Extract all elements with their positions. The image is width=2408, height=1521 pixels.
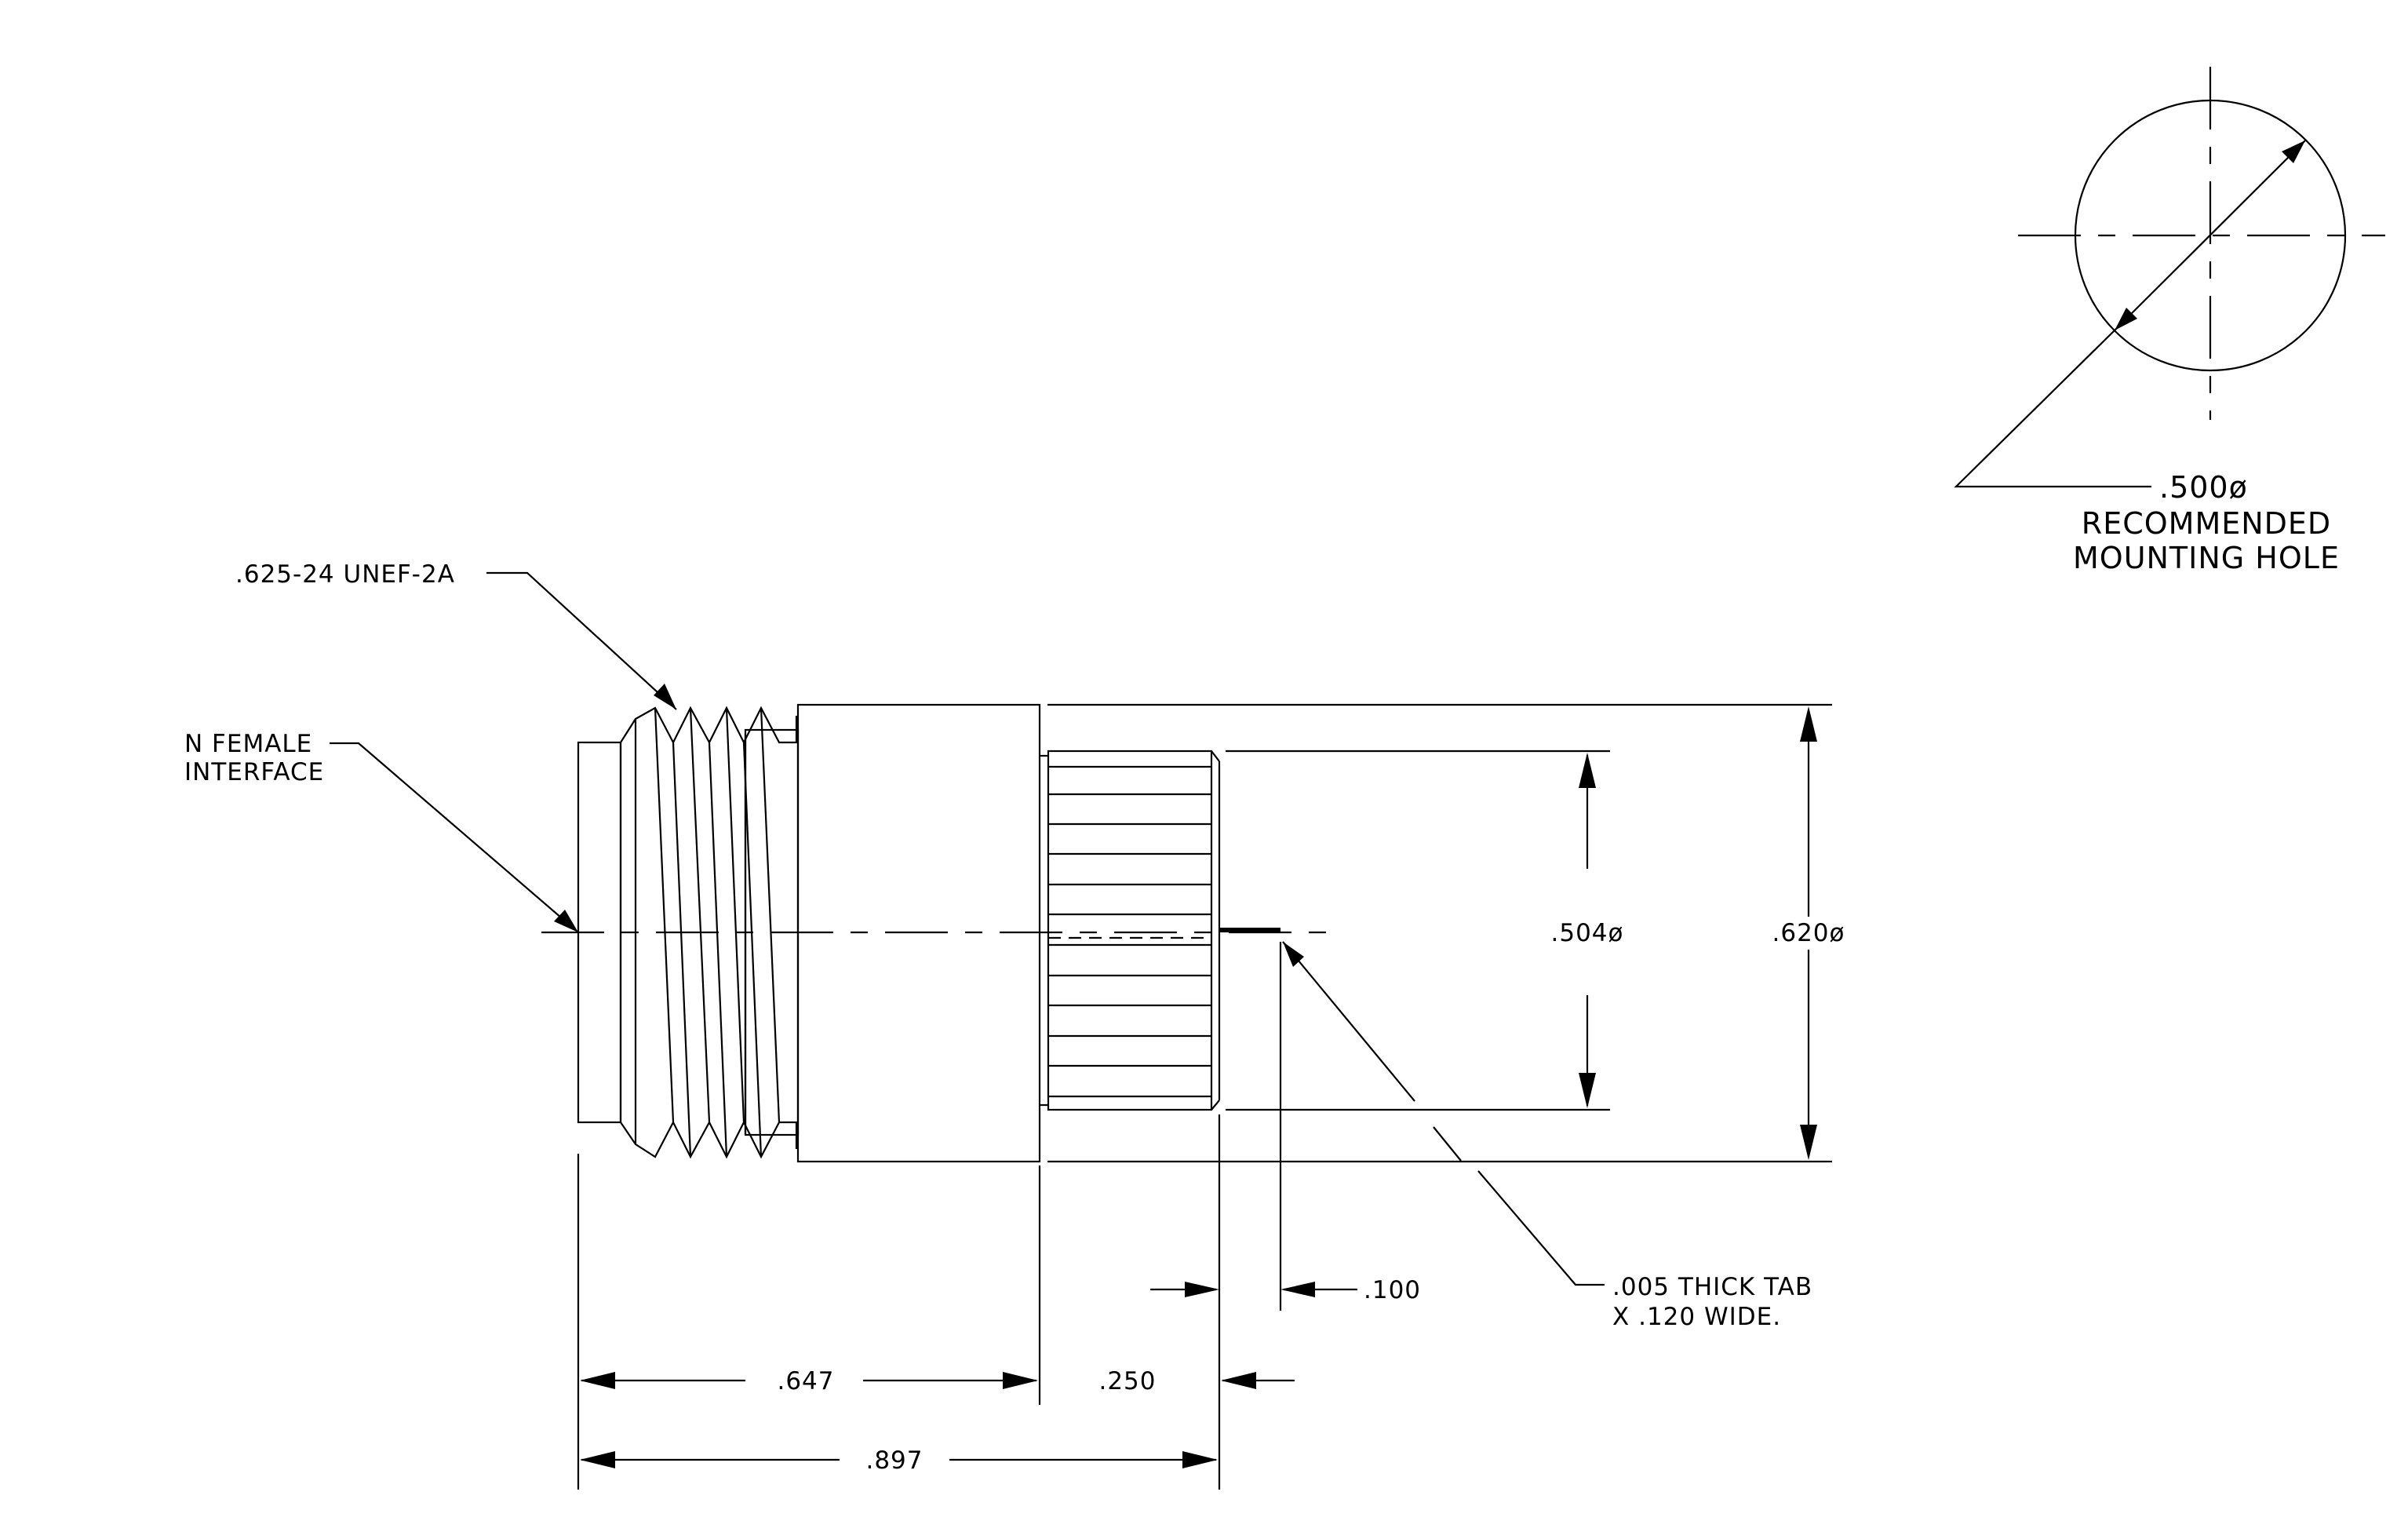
flange-diameter-value: .620ø <box>1772 919 1845 947</box>
body-length-dimension: .647 <box>580 1367 1038 1395</box>
thread-spec-label: .625-24 UNEF-2A <box>235 560 455 589</box>
interface-label-line2: INTERFACE <box>184 758 324 786</box>
tab-offset-value: .100 <box>1364 1276 1421 1304</box>
knurl-lines <box>1048 765 1211 1098</box>
knurl-diameter-dimension: .504ø <box>1226 750 1624 1111</box>
mounting-hole-view: .500ø RECOMMENDED MOUNTING HOLE <box>1954 67 2385 575</box>
flange-diameter-dimension: .620ø <box>1047 703 1852 1163</box>
hole-label-line2: MOUNTING HOLE <box>2073 541 2340 575</box>
body-length-value: .647 <box>777 1367 834 1395</box>
hole-label-line1: RECOMMENDED <box>2082 506 2331 541</box>
tab-offset-dimension: .100 <box>1150 1276 1421 1304</box>
tab-callout: .005 THICK TAB X .120 WIDE. <box>1282 941 1812 1331</box>
knurl-length-dimension: .250 <box>1098 1367 1295 1395</box>
knurl-diameter-value: .504ø <box>1551 919 1624 947</box>
connector-body <box>541 703 1342 1163</box>
tab-label-line1: .005 THICK TAB <box>1612 1273 1812 1301</box>
overall-length-value: .897 <box>865 1446 923 1475</box>
interface-label-line1: N FEMALE <box>184 730 312 758</box>
tab-label-line2: X .120 WIDE. <box>1612 1303 1781 1331</box>
interface-callout: N FEMALE INTERFACE <box>184 730 579 933</box>
overall-length-dimension: .897 <box>580 1446 1218 1475</box>
knurl-length-value: .250 <box>1098 1367 1156 1395</box>
thread-callout: .625-24 UNEF-2A <box>235 560 677 710</box>
hole-diameter-label: .500ø <box>2159 470 2248 505</box>
